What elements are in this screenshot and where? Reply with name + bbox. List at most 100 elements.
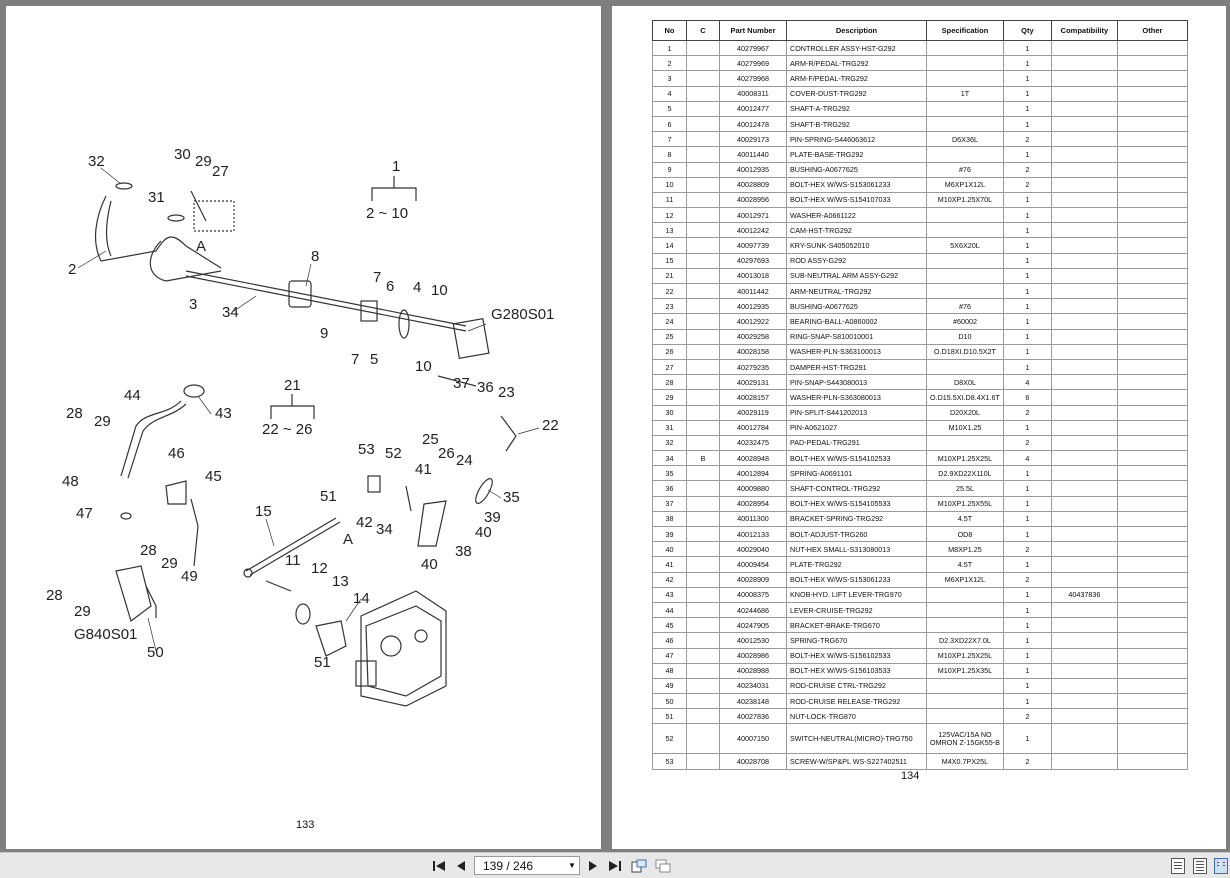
svg-text:34: 34 <box>222 304 239 321</box>
cell-part-number: 40279969 <box>719 55 787 72</box>
cell-no: 1 <box>652 39 687 57</box>
cell-compatibility <box>1050 282 1118 300</box>
cell-no: 27 <box>652 358 687 376</box>
cell-qty: 1 <box>1002 282 1052 300</box>
cell-compatibility <box>1050 176 1118 193</box>
cell-no: 3 <box>652 70 687 87</box>
cell-other <box>1116 450 1188 467</box>
cell-description: SHAFT-A-TRG292 <box>786 100 927 117</box>
svg-text:A: A <box>196 238 206 255</box>
cell-qty: 1 <box>1002 343 1052 360</box>
cell-qty: 1 <box>1002 419 1052 436</box>
continuous-view-icon[interactable] <box>1193 858 1207 874</box>
previous-page-icon[interactable] <box>452 857 470 875</box>
page-number-input[interactable]: 139 / 246 ▼ <box>474 856 580 875</box>
next-page-icon[interactable] <box>584 857 602 875</box>
cell-qty: 1 <box>1002 55 1052 72</box>
cell-c <box>686 115 720 133</box>
cell-qty: 1 <box>1002 39 1052 57</box>
first-page-icon[interactable] <box>430 857 448 875</box>
cell-part-number: 40009880 <box>719 480 787 497</box>
svg-text:38: 38 <box>455 543 472 560</box>
fit-page-icon[interactable] <box>654 857 672 875</box>
cell-other <box>1116 328 1188 345</box>
cell-specification <box>926 693 1004 710</box>
cell-specification <box>926 39 1004 57</box>
svg-text:3: 3 <box>189 296 197 313</box>
cell-other <box>1116 510 1188 528</box>
svg-text:10: 10 <box>415 358 432 375</box>
cell-c <box>686 677 720 695</box>
svg-text:45: 45 <box>205 468 222 485</box>
cell-part-number: 40232475 <box>719 434 787 452</box>
cell-description: SCREW-W/SP&PL WS-S227402511 <box>786 753 927 770</box>
svg-text:1: 1 <box>392 158 400 175</box>
cell-qty: 2 <box>1002 131 1052 148</box>
cell-other <box>1116 662 1188 679</box>
cell-qty: 2 <box>1002 434 1052 452</box>
cell-qty: 1 <box>1002 617 1052 634</box>
svg-text:23: 23 <box>498 384 515 401</box>
cell-description: BUSHING-A0677625 <box>786 298 927 315</box>
cell-other <box>1116 556 1188 573</box>
cell-description: WASHER-A0661122 <box>786 207 927 224</box>
facing-pages-view-icon[interactable] <box>1214 858 1228 874</box>
svg-text:9: 9 <box>320 325 328 342</box>
cell-part-number: 40013018 <box>719 267 787 285</box>
cell-compatibility <box>1050 601 1118 619</box>
rotate-icon[interactable] <box>630 857 648 875</box>
cell-part-number: 40012133 <box>719 525 787 543</box>
cell-compatibility <box>1050 298 1118 315</box>
chevron-down-icon[interactable]: ▼ <box>568 861 576 870</box>
svg-text:A: A <box>343 531 353 548</box>
page-number-value[interactable]: 139 / 246 <box>483 858 534 873</box>
cell-compatibility <box>1050 39 1118 57</box>
cell-compatibility <box>1050 389 1118 406</box>
cell-description: BOLT-HEX W/WS-S154107033 <box>786 191 927 209</box>
cell-other <box>1116 252 1188 269</box>
cell-specification <box>926 146 1004 163</box>
document-viewport[interactable]: 1 2 ~ 10 32 30 29 27 31 2 3 A 34 8 7 6 4… <box>0 0 1230 852</box>
cell-c <box>686 191 720 209</box>
cell-c <box>686 404 720 421</box>
cell-c <box>686 298 720 315</box>
cell-compatibility <box>1050 632 1118 649</box>
last-page-icon[interactable] <box>606 857 624 875</box>
cell-c <box>686 647 720 664</box>
cell-qty: 1 <box>1002 647 1052 664</box>
cell-compatibility <box>1050 55 1118 72</box>
cell-description: PIN-A0621027 <box>786 419 927 436</box>
cell-c <box>686 571 720 588</box>
cell-no: 40 <box>652 541 687 558</box>
cell-compatibility <box>1050 328 1118 345</box>
cell-description: DAMPER-HST-TRG291 <box>786 358 927 376</box>
left-page: 1 2 ~ 10 32 30 29 27 31 2 3 A 34 8 7 6 4… <box>6 6 601 849</box>
svg-text:34: 34 <box>376 521 393 538</box>
cell-specification <box>926 100 1004 117</box>
single-page-view-icon[interactable] <box>1171 858 1185 874</box>
cell-compatibility <box>1050 207 1118 224</box>
cell-no: 2 <box>652 55 687 72</box>
svg-text:40: 40 <box>475 524 492 541</box>
cell-no: 51 <box>652 708 687 725</box>
cell-qty: 1 <box>1002 252 1052 269</box>
cell-part-number: 40247905 <box>719 617 787 634</box>
svg-text:27: 27 <box>212 163 229 180</box>
cell-other <box>1116 85 1188 102</box>
cell-no: 9 <box>652 161 687 178</box>
parts-table: No C Part Number Description Specificati… <box>652 20 1188 770</box>
svg-text:29: 29 <box>94 413 111 430</box>
cell-specification: M10X1.25 <box>926 419 1004 436</box>
cell-description: CONTROLLER ASSY-HST-G292 <box>786 39 927 57</box>
svg-text:8: 8 <box>311 248 319 265</box>
cell-no: 29 <box>652 389 687 406</box>
cell-specification: M10XP1.25X35L <box>926 662 1004 679</box>
cell-qty: 1 <box>1002 191 1052 209</box>
cell-specification: D8X0L <box>926 374 1004 391</box>
cell-compatibility <box>1050 525 1118 543</box>
svg-text:11: 11 <box>285 552 301 569</box>
